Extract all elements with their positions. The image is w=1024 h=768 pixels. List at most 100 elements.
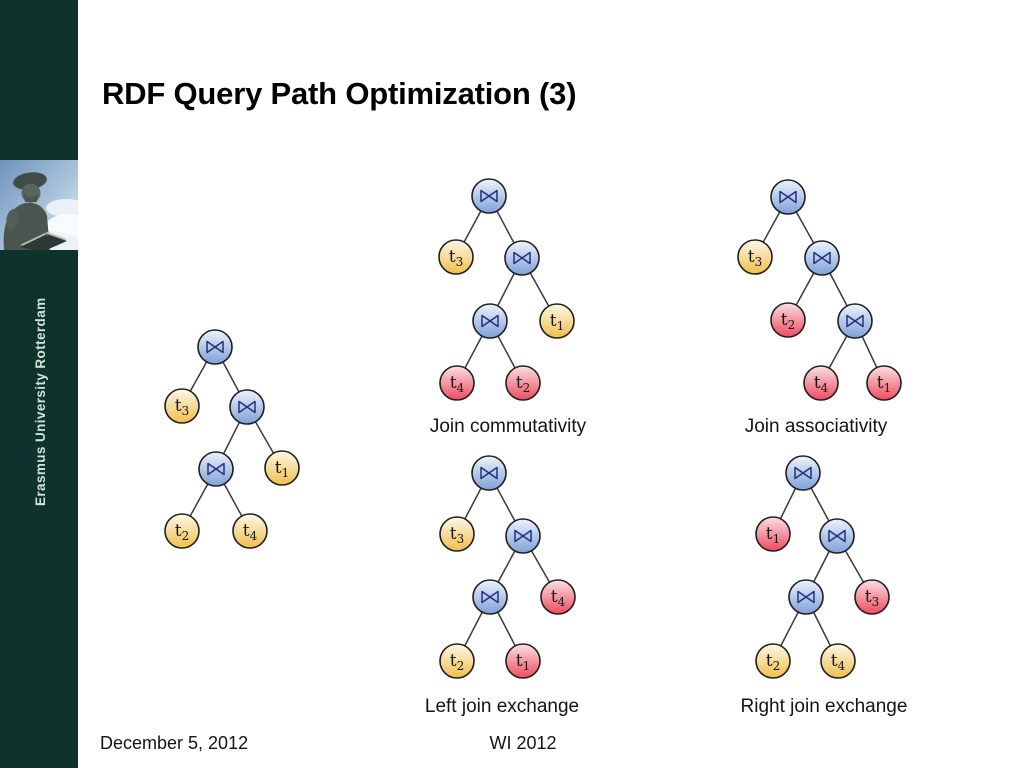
bowtie-join-icon	[846, 314, 864, 328]
leaf-node-label: t4	[450, 373, 465, 395]
leaf-node-circle	[505, 643, 541, 679]
leaf-node-t4: t4	[803, 365, 839, 401]
join-node	[471, 455, 507, 491]
join-node	[804, 240, 840, 276]
join-node	[819, 518, 855, 554]
cloud	[46, 199, 78, 217]
bowtie-join-icon	[207, 462, 225, 476]
leaf-node-t2: t2	[164, 513, 200, 549]
leaf-node-t2: t2	[439, 643, 475, 679]
join-node	[471, 178, 507, 214]
leaf-node-circle	[755, 643, 791, 679]
tree-original: t3 t1 t2 t4	[164, 329, 300, 549]
join-node	[837, 303, 873, 339]
leaf-node-t2: t2	[755, 643, 791, 679]
footer-course: WI 2012	[489, 733, 557, 753]
leaf-node-t3: t3	[439, 516, 475, 552]
tree-label: Join associativity	[745, 416, 888, 437]
leaf-node-circle	[439, 516, 475, 552]
leaf-node-circle	[803, 365, 839, 401]
leaf-node-label: t1	[877, 373, 891, 395]
leaf-node-label: t2	[781, 310, 795, 332]
leaf-node-t4: t4	[439, 365, 475, 401]
leaf-node-label: t2	[766, 651, 780, 673]
leaf-node-label: t1	[550, 311, 564, 333]
leaf-node-circle	[820, 643, 856, 679]
bowtie-join-icon	[481, 590, 499, 604]
leaf-node-label: t3	[175, 396, 189, 418]
leaf-node-label: t4	[551, 587, 566, 609]
leaf-node-t3: t3	[854, 579, 890, 615]
leaf-node-t1: t1	[755, 516, 791, 552]
join-node	[472, 579, 508, 615]
footer-date: December 5, 2012	[100, 733, 249, 753]
leaf-node-t3: t3	[164, 388, 200, 424]
join-node	[770, 179, 806, 215]
bowtie-join-icon	[794, 466, 812, 480]
leaf-node-circle	[770, 302, 806, 338]
leaf-node-label: t2	[516, 373, 530, 395]
leaf-node-t1: t1	[866, 365, 902, 401]
leaf-node-circle	[439, 643, 475, 679]
join-node	[229, 389, 265, 425]
leaf-node-label: t1	[766, 524, 780, 546]
join-node	[785, 455, 821, 491]
bowtie-join-icon	[238, 400, 256, 414]
join-node	[788, 579, 824, 615]
join-node	[198, 451, 234, 487]
join-node	[197, 329, 233, 365]
leaf-node-t2: t2	[505, 365, 541, 401]
leaf-node-t1: t1	[539, 303, 575, 339]
bowtie-join-icon	[513, 251, 531, 265]
leaf-node-label: t1	[516, 651, 530, 673]
tree-label: Join commutativity	[430, 416, 587, 437]
leaf-node-label: t4	[831, 651, 846, 673]
leaf-node-label: t3	[748, 247, 762, 269]
leaf-node-circle	[737, 239, 773, 275]
leaf-node-circle	[540, 579, 576, 615]
leaf-node-label: t4	[814, 373, 829, 395]
leaf-node-circle	[755, 516, 791, 552]
leaf-node-circle	[264, 450, 300, 486]
tree-label: Right join exchange	[741, 696, 908, 717]
bowtie-join-icon	[480, 189, 498, 203]
bowtie-join-icon	[481, 314, 499, 328]
leaf-node-t3: t3	[438, 239, 474, 275]
erasmus-statue-image	[0, 160, 78, 250]
leaf-node-label: t2	[450, 651, 464, 673]
tree-label: Left join exchange	[425, 696, 579, 717]
leaf-node-circle	[505, 365, 541, 401]
leaf-node-t1: t1	[505, 643, 541, 679]
leaf-node-circle	[232, 513, 268, 549]
leaf-node-circle	[539, 303, 575, 339]
bowtie-join-icon	[480, 466, 498, 480]
bowtie-join-icon	[779, 190, 797, 204]
leaf-node-t2: t2	[770, 302, 806, 338]
bowtie-join-icon	[813, 251, 831, 265]
leaf-node-circle	[854, 579, 890, 615]
join-node	[504, 240, 540, 276]
leaf-node-t4: t4	[540, 579, 576, 615]
leaf-node-label: t1	[275, 458, 289, 480]
leaf-node-circle	[438, 239, 474, 275]
sidebar: Erasmus University Rotterdam	[0, 0, 78, 768]
bowtie-join-icon	[828, 529, 846, 543]
leaf-node-label: t4	[243, 521, 258, 543]
join-node	[505, 518, 541, 554]
leaf-node-label: t3	[450, 524, 464, 546]
join-node	[472, 303, 508, 339]
statue-silhouette	[3, 172, 67, 250]
leaf-node-label: t2	[175, 521, 189, 543]
page-title: RDF Query Path Optimization (3)	[102, 76, 577, 111]
leaf-node-label: t3	[449, 247, 463, 269]
leaf-node-t4: t4	[820, 643, 856, 679]
bowtie-join-icon	[514, 529, 532, 543]
leaf-node-t4: t4	[232, 513, 268, 549]
leaf-node-label: t3	[865, 587, 879, 609]
